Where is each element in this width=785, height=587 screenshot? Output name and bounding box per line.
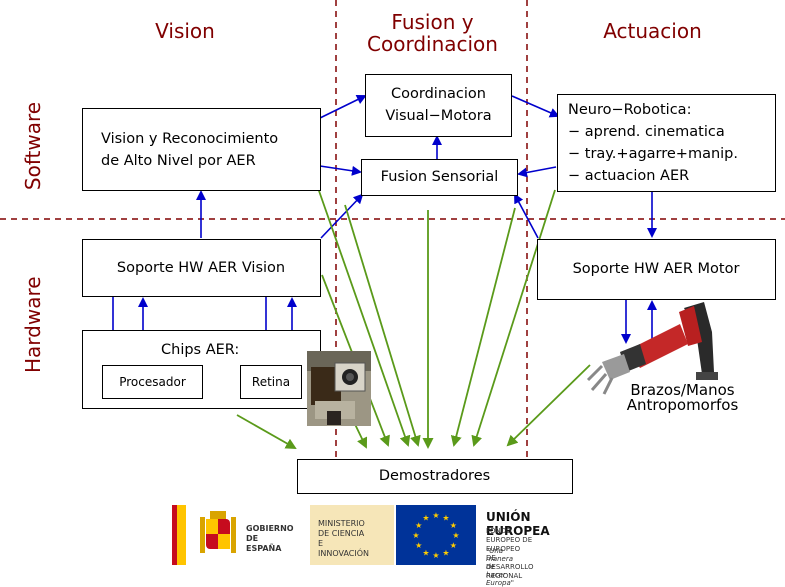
- eu-star-icon: ★: [412, 531, 419, 540]
- column-title-vision: Vision: [155, 19, 215, 43]
- green-arrows: [236, 187, 591, 449]
- coordinacion-box: Coordinacion Visual−Motora: [365, 74, 512, 137]
- retina-camera-photo: [307, 351, 371, 426]
- demostradores-box: Demostradores: [297, 459, 573, 494]
- eu-star-icon: ★: [422, 514, 429, 523]
- union-europea-label: UNIÓN EUROPEA: [486, 510, 550, 538]
- eu-star-icon: ★: [415, 541, 422, 550]
- eu-star-icon: ★: [452, 531, 459, 540]
- lema-label: "Una manera de hacer Europa": [486, 547, 514, 587]
- eu-star-icon: ★: [415, 521, 422, 530]
- soporte-motor-box: Soporte HW AER Motor: [537, 239, 776, 300]
- robot-arm-label: Brazos/Manos Antropomorfos: [626, 381, 739, 414]
- ministerio-label: MINISTERIO DE CIENCIA E INNOVACIÓN: [318, 519, 370, 558]
- spain-flag-stripe: [172, 505, 177, 565]
- chips-aer-label: Chips AER:: [161, 342, 240, 358]
- arrow-vision-to-fusion: [319, 165, 362, 176]
- green-arrow-6: [471, 189, 556, 447]
- eu-star-icon: ★: [422, 548, 429, 557]
- eu-star-icon: ★: [442, 548, 449, 557]
- fusion-sensorial-label: Fusion Sensorial: [380, 169, 499, 185]
- gobierno-label: GOBIERNO DE ESPAÑA: [246, 524, 294, 553]
- robot-arm-image: [586, 302, 718, 395]
- row-title-hardware: Hardware: [21, 276, 45, 373]
- soporte-vision-box: Soporte HW AER Vision: [82, 239, 321, 297]
- demostradores-label: Demostradores: [378, 468, 491, 484]
- retina-box: Retina: [240, 365, 302, 399]
- arrow-vision-to-coordinacion: [319, 95, 367, 119]
- green-arrow-2: [344, 204, 421, 447]
- eu-star-icon: ★: [450, 541, 457, 550]
- spain-flag-stripe-yellow: [177, 505, 186, 565]
- fusion-sensorial-box: Fusion Sensorial: [361, 159, 518, 196]
- arrow-coordinacion-to-neuro: [511, 95, 560, 118]
- green-arrow-1: [317, 187, 411, 447]
- vision-reconocimiento-box: Vision y Reconocimiento de Alto Nivel po…: [82, 108, 321, 191]
- eu-star-icon: ★: [432, 511, 439, 520]
- coordinacion-label: Coordinacion Visual−Motora: [385, 86, 492, 124]
- eu-flag-icon: ★★★★★★★★★★★★: [396, 505, 476, 565]
- column-title-fusion: Fusion y Coordinacion: [367, 10, 498, 56]
- neuro-robotica-label: Neuro−Robotica: − aprend. cinematica − t…: [568, 102, 738, 184]
- neuro-robotica-box: Neuro−Robotica: − aprend. cinematica − t…: [557, 94, 776, 192]
- eu-star-icon: ★: [450, 521, 457, 530]
- soporte-motor-label: Soporte HW AER Motor: [572, 261, 740, 277]
- green-arrow-8: [236, 414, 297, 449]
- soporte-vision-label: Soporte HW AER Vision: [116, 260, 286, 276]
- spain-coat-of-arms-icon: [200, 511, 236, 553]
- eu-star-icon: ★: [432, 551, 439, 560]
- arrow-motor-to-fusion: [514, 193, 539, 239]
- eu-star-icon: ★: [442, 514, 449, 523]
- column-title-actuacion: Actuacion: [603, 19, 702, 43]
- arrow-soporte-vision-to-fusion: [320, 193, 364, 239]
- vision-reconocimiento-label: Vision y Reconocimiento de Alto Nivel po…: [101, 131, 279, 169]
- green-arrow-7: [506, 364, 591, 447]
- camera-icon: [307, 351, 371, 426]
- green-arrow-5: [450, 207, 516, 447]
- arrow-neuro-to-fusion: [517, 166, 557, 178]
- ministerio-panel: [310, 505, 394, 565]
- procesador-box: Procesador: [102, 365, 203, 399]
- row-title-software: Software: [21, 101, 45, 191]
